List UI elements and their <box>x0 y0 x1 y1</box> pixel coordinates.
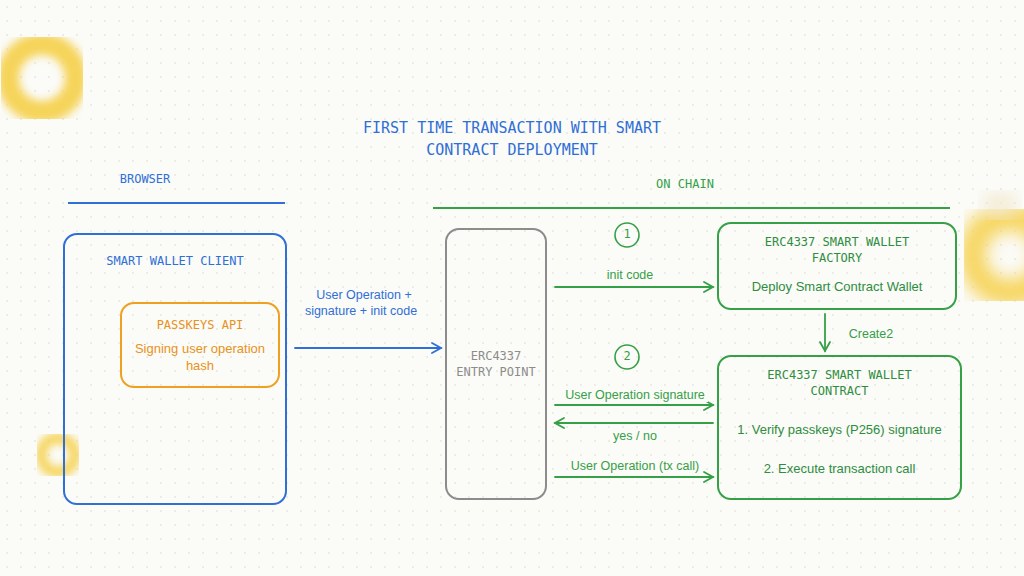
callout-number: 2 <box>617 349 637 365</box>
node-heading: PASSKEYS API <box>157 317 244 333</box>
edge-label: yes / no <box>555 428 715 444</box>
node-heading: ERC4337 ENTRY POINT <box>452 348 540 380</box>
edge-label-text: yes / no <box>610 429 660 443</box>
connector-line <box>555 476 713 478</box>
connector-line <box>295 347 441 349</box>
section-rule <box>433 207 950 209</box>
arrow-head <box>432 343 441 353</box>
decor-ring <box>41 438 75 472</box>
connector-line <box>824 314 826 351</box>
connector <box>555 418 713 428</box>
edge-label: User Operation (tx call) <box>555 458 715 474</box>
node-heading: ERC4337 SMART WALLET FACTORY <box>750 234 925 266</box>
contract-box: ERC4337 SMART WALLET CONTRACT 1. Verify p… <box>717 355 962 500</box>
section-label: BROWSER <box>100 172 190 188</box>
arrow-head <box>704 282 713 292</box>
section-rule <box>68 202 285 204</box>
connector-line <box>555 286 713 288</box>
node-text: Deploy Smart Contract Wallet <box>752 278 923 296</box>
decor-blob <box>982 193 1018 217</box>
section-label: ON CHAIN <box>630 177 740 193</box>
node-text: Signing user operation hash <box>130 340 270 375</box>
connector-line <box>555 404 713 406</box>
edge-label: User Operation + signature + init code <box>300 287 425 320</box>
node-text: 1. Verify passkeys (P256) signature <box>737 421 942 439</box>
arrow-head <box>555 418 564 428</box>
api-box: PASSKEYS API Signing user operation hash <box>120 302 280 388</box>
arrow-head <box>704 472 713 482</box>
client-panel: SMART WALLET CLIENT PASSKEYS API Signing u… <box>63 233 287 505</box>
edge-label-text: Create2 <box>846 327 896 341</box>
entry-point-box: ERC4337 ENTRY POINT <box>445 228 547 500</box>
edge-label-text: User Operation (tx call) <box>568 459 703 473</box>
factory-box: ERC4337 SMART WALLET FACTORY Deploy Smart… <box>717 222 957 310</box>
decor-ring <box>972 217 1024 293</box>
edge-label: init code <box>585 267 675 283</box>
connector-line <box>555 422 713 424</box>
edge-label-text: User Operation signature <box>562 388 708 402</box>
connector <box>820 314 830 351</box>
node-heading: ERC4337 SMART WALLET CONTRACT <box>752 367 927 399</box>
node-text: 2. Execute transaction call <box>764 460 916 478</box>
edge-label: User Operation signature <box>555 387 715 403</box>
diagram-title: FIRST TIME TRANSACTION WITH SMART CONTRA… <box>362 118 662 162</box>
connector <box>555 282 713 292</box>
arrow-head <box>820 342 830 351</box>
edge-label: Create2 <box>836 326 906 342</box>
step-circle <box>615 223 639 247</box>
connector <box>295 343 441 353</box>
node-heading: SMART WALLET CLIENT <box>106 253 243 269</box>
decor-ring <box>8 44 76 112</box>
connector <box>555 472 713 482</box>
callout-number: 1 <box>617 227 637 243</box>
edge-label-text: init code <box>604 268 657 282</box>
edge-label-text: User Operation + signature + init code <box>305 288 420 318</box>
step-circle <box>615 345 639 369</box>
